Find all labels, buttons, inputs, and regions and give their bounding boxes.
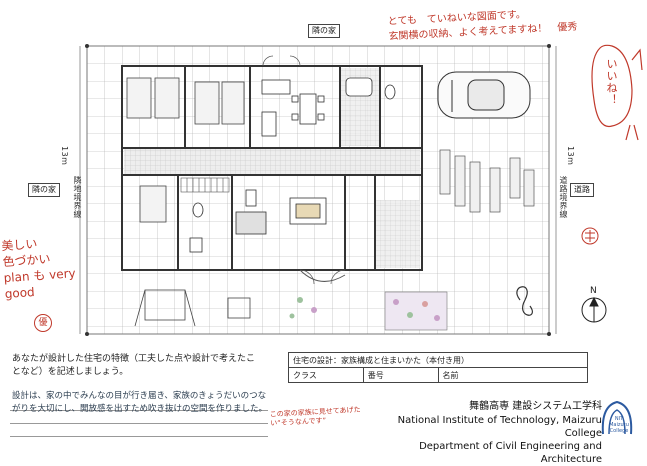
- furniture-beds: [126, 77, 245, 223]
- garden-path: [299, 269, 346, 282]
- parked-car: [437, 71, 531, 119]
- stairs: [180, 177, 230, 193]
- house-walls: [121, 65, 423, 271]
- info-table-wrap: 住宅の設計：家族構成と住まいかた（本付き用） クラス 番号 名前: [288, 352, 588, 383]
- label-road-right: 道路: [570, 183, 594, 197]
- garden-flowers: [289, 291, 448, 331]
- college-logo-icon: [601, 400, 633, 435]
- school-name-jp: 舞鶴高専 建設システム工学科: [469, 401, 602, 412]
- entrance-floor: [376, 200, 420, 268]
- info-table-title: 住宅の設計：家族構成と住まいかた（本付き用）: [288, 352, 588, 368]
- college-logo-text: NIT Maizuru College: [609, 416, 629, 434]
- answer-ruled-lines: [10, 398, 268, 437]
- school-block: 舞鶴高専 建設システム工学科 National Institute of Tec…: [372, 400, 602, 466]
- site-corner-markers: [85, 44, 551, 336]
- school-name-en1: National Institute of Technology, Maizur…: [397, 415, 602, 439]
- outdoor-pergola: [134, 289, 251, 327]
- plan-sheet: 隣の家 隣の家 道路 隣地境界線 道路境界線 13m 13m N とても ていね…: [1, 9, 643, 465]
- label-boundary-right: 道路境界線: [559, 176, 568, 219]
- school-name-en2: Department of Civil Engineering and Arch…: [419, 441, 602, 465]
- info-table: 住宅の設計：家族構成と住まいかた（本付き用） クラス 番号 名前: [288, 352, 588, 383]
- class-label: クラス: [288, 367, 364, 383]
- label-neighbor-top: 隣の家: [308, 24, 340, 38]
- teacher-bubble-text: いいね！: [605, 58, 618, 106]
- teacher-doodle: [591, 44, 643, 141]
- north-label: N: [590, 286, 597, 296]
- label-boundary-left: 隣地境界線: [73, 176, 82, 219]
- instructions-text: あなたが設計した住宅の特徴（工夫した点や設計で考えたことなど）を記述しましょう。: [12, 354, 256, 377]
- path-curve: [516, 286, 533, 316]
- teacher-reply-note: この家の家族に見せてあげたい“そうなんです”: [269, 405, 361, 428]
- garden-planters: [439, 149, 535, 213]
- furniture-living: [235, 189, 327, 235]
- teacher-comment-left: 美しい 色づかい plan も very good: [1, 232, 95, 302]
- door-swings: [262, 55, 346, 285]
- dimension-left: 13m: [60, 146, 69, 166]
- red-stamp: [581, 227, 599, 245]
- number-label: 番号: [362, 367, 439, 383]
- north-arrow-icon: [581, 296, 607, 323]
- furniture-bath: [189, 77, 396, 253]
- hallway-floor: [124, 149, 420, 174]
- floor-plan-drawing: [79, 44, 643, 336]
- teacher-grade-mark: 優: [34, 314, 52, 332]
- dimension-right: 13m: [566, 146, 575, 166]
- furniture-dining: [261, 79, 325, 137]
- dimension-lines: [79, 46, 557, 334]
- label-neighbor-left: 隣の家: [28, 183, 60, 197]
- name-label: 名前: [437, 367, 588, 383]
- student-answer: 設計は、家の中でみんなの目が行き届き、家族のきょうだいのつながりを大切にし、開放…: [12, 391, 268, 414]
